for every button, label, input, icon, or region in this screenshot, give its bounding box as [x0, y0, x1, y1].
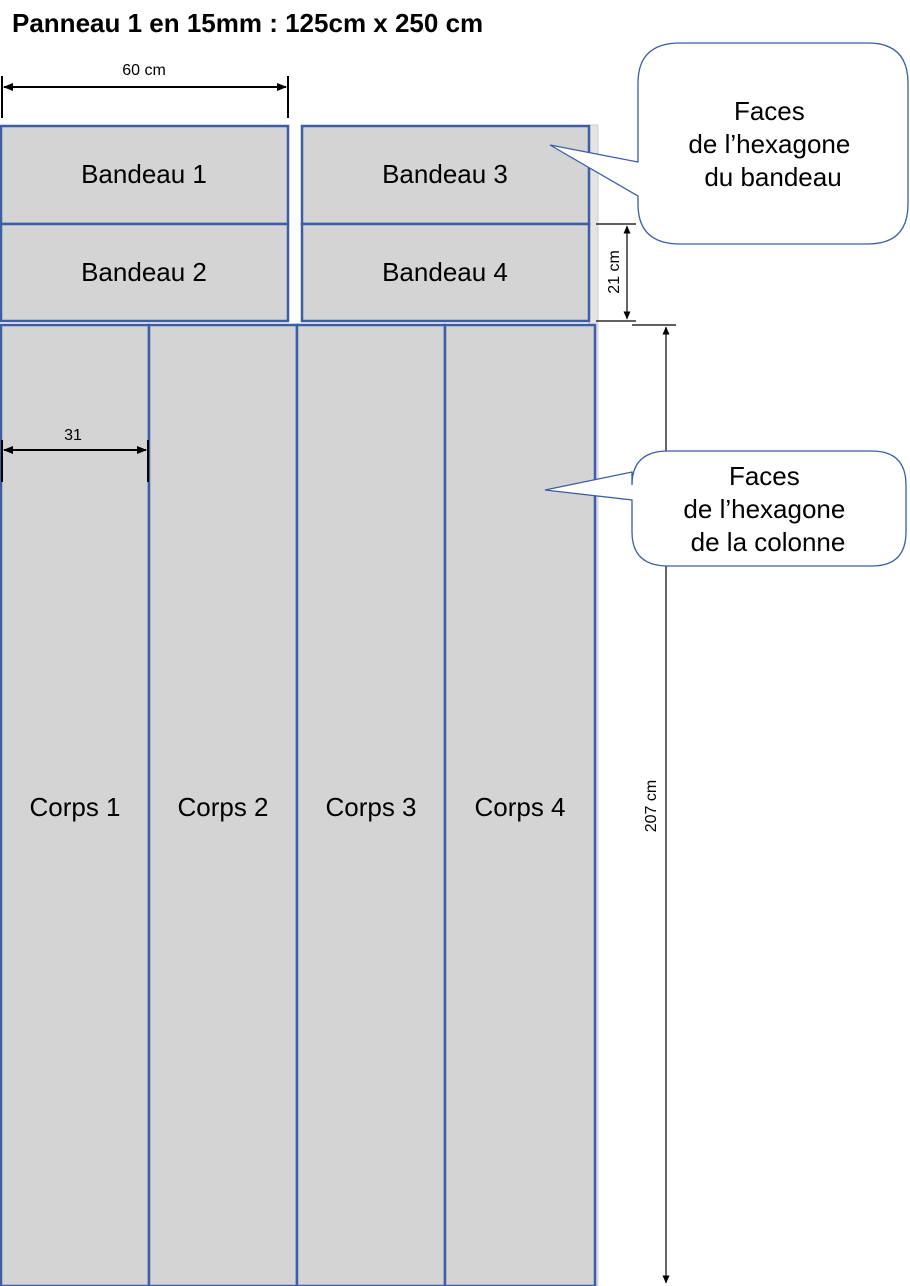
- label-corps-2: Corps 2: [177, 792, 268, 822]
- callout-bandeau-bubble: [549, 42, 909, 245]
- label-corps-4: Corps 4: [474, 792, 565, 822]
- label-corps-1: Corps 1: [29, 792, 120, 822]
- callout-colonne-line-3: de la colonne: [691, 527, 846, 557]
- label-bandeau-1: Bandeau 1: [81, 159, 207, 189]
- dim-corps-width-label: 31: [64, 427, 82, 444]
- callout-bandeau-line-2: de l’hexagone: [688, 129, 850, 159]
- dim-top-width-label: 60 cm: [122, 62, 166, 79]
- piece-bandeau-2: [0, 222, 290, 323]
- callout-colonne-bubble: [544, 450, 907, 567]
- piece-bandeau-3: [300, 124, 591, 226]
- callout-bandeau-line-3: du bandeau: [704, 162, 841, 192]
- callout-colonne-line-2: de l’hexagone: [683, 494, 845, 524]
- piece-corps-2: [147, 323, 299, 1286]
- label-bandeau-4: Bandeau 4: [382, 257, 508, 287]
- label-bandeau-2: Bandeau 2: [81, 257, 207, 287]
- callout-colonne-line-1: Faces: [729, 461, 800, 491]
- piece-bandeau-1: [0, 124, 290, 226]
- piece-corps-1: [0, 323, 151, 1286]
- label-bandeau-3: Bandeau 3: [382, 159, 508, 189]
- label-corps-3: Corps 3: [325, 792, 416, 822]
- callout-colonne-text: Faces de l’hexagone de la colonne: [683, 461, 852, 557]
- callout-bandeau-line-1: Faces: [734, 96, 805, 126]
- piece-bandeau-4: [300, 222, 591, 323]
- page-title: Panneau 1 en 15mm : 125cm x 250 cm: [12, 8, 484, 38]
- piece-corps-3: [295, 323, 447, 1286]
- dim-corps-height-label: 207 cm: [643, 780, 660, 832]
- dim-bandeau-label: 21 cm: [606, 250, 623, 294]
- callout-bandeau-text: Faces de l’hexagone du bandeau: [688, 96, 857, 192]
